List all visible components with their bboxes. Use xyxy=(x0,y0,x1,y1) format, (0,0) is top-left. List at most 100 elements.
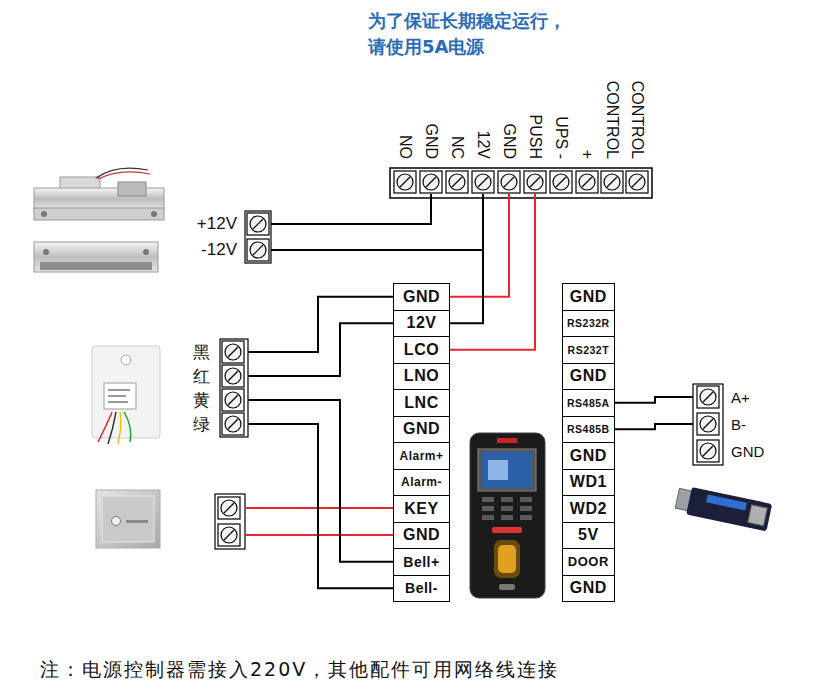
terminal-node: A+ xyxy=(693,385,752,409)
key xyxy=(520,497,532,502)
terminal-node: 绿 xyxy=(191,412,248,436)
terminal-label: PUSH xyxy=(523,59,547,159)
terminal-label: + xyxy=(575,59,599,159)
terminal-cell: GND xyxy=(403,420,440,438)
screw-hole xyxy=(43,249,49,255)
wire xyxy=(450,194,483,323)
terminal-cell: LNC xyxy=(393,389,450,417)
label-area: PUSH xyxy=(523,58,547,160)
lock-body xyxy=(34,242,158,272)
wire xyxy=(271,194,431,224)
screw-terminal xyxy=(446,171,468,193)
label-area: GND xyxy=(419,58,443,160)
terminal-label: CONTROL xyxy=(625,59,649,159)
screw-terminal xyxy=(222,389,244,411)
terminal-cell: LNO xyxy=(404,367,439,385)
converter-terminal xyxy=(748,505,767,526)
terminal-cell: GND xyxy=(393,522,450,550)
device-logo xyxy=(497,438,517,443)
terminal-cell: RS485A xyxy=(567,397,610,409)
wire-color-label: 黑 xyxy=(193,341,210,364)
label-area: NO xyxy=(393,58,417,160)
terminal-cell: 12V xyxy=(393,310,450,338)
screw-terminal xyxy=(420,171,442,193)
terminal-cell: RS232T xyxy=(562,336,615,364)
terminal-node: PUSH xyxy=(523,58,547,194)
bolt-lock xyxy=(34,168,164,220)
screw-terminal xyxy=(247,239,269,261)
terminal-cell: GND xyxy=(570,288,607,306)
terminal-label: NC xyxy=(445,59,469,159)
key xyxy=(482,506,494,511)
screw-terminal xyxy=(626,171,648,193)
device-body xyxy=(470,433,545,598)
terminal-cell: 5V xyxy=(562,522,615,550)
status-light xyxy=(492,527,522,533)
wire-color-label: 黄 xyxy=(193,389,210,412)
sensor-frame xyxy=(494,540,520,578)
terminal-cell: DOOR xyxy=(562,548,615,576)
terminal-cell: LNO xyxy=(393,363,450,391)
terminal-label: GND xyxy=(731,443,764,460)
button-mark xyxy=(126,520,148,523)
label-area: 12V xyxy=(471,58,495,160)
button-led xyxy=(112,517,121,526)
label-area: NC xyxy=(445,58,469,160)
terminal-cell: GND xyxy=(562,363,615,391)
doorbell-lead xyxy=(118,412,121,444)
terminal-block xyxy=(693,384,723,465)
screw-terminal xyxy=(524,171,546,193)
terminal-cell: Alarm- xyxy=(401,475,442,489)
bolt xyxy=(118,182,146,196)
terminal-cell: Bell+ xyxy=(403,554,439,570)
terminal-cell: GND xyxy=(562,575,615,603)
sticker-line xyxy=(108,389,130,391)
terminal-node: +12V xyxy=(195,212,271,236)
terminal-cell: LCO xyxy=(404,341,439,359)
terminal-label: CONTROL xyxy=(600,59,624,159)
terminal-cell: RS485A xyxy=(562,389,615,417)
key xyxy=(482,515,494,520)
terminal-node: NO xyxy=(393,58,417,194)
wire xyxy=(615,424,693,429)
wire-color-label: 绿 xyxy=(193,413,210,436)
exit-button xyxy=(96,490,160,548)
screw-terminal xyxy=(697,386,719,408)
terminal-node: 红 xyxy=(191,364,248,388)
terminal-node: UPS - xyxy=(549,58,573,194)
terminal-cell: Alarm- xyxy=(393,469,450,497)
terminal-label: UPS - xyxy=(549,59,573,159)
screw-terminal xyxy=(576,171,598,193)
terminal-block xyxy=(220,339,248,437)
screen-picture xyxy=(488,460,508,480)
terminal-label: +12V xyxy=(197,214,237,234)
terminal-node: 黄 xyxy=(191,388,248,412)
terminal-cell: RS232R xyxy=(562,310,615,338)
bolt-housing xyxy=(60,177,100,189)
terminal-cell: Alarm+ xyxy=(399,449,443,463)
terminal-cell: RS485B xyxy=(567,423,610,435)
doorbell-lead xyxy=(124,412,131,442)
terminal-cell: KEY xyxy=(393,495,450,523)
screw-terminal xyxy=(472,171,494,193)
converter-body xyxy=(686,487,772,531)
screen-bezel xyxy=(478,449,536,491)
key xyxy=(501,506,513,511)
doorbell-sticker xyxy=(104,383,136,409)
screw-terminal xyxy=(550,171,572,193)
wire xyxy=(450,194,509,297)
terminal-cell: GND xyxy=(403,288,440,306)
screw-terminal xyxy=(697,413,719,435)
terminal-label: B- xyxy=(731,416,746,433)
screw-terminal xyxy=(498,171,520,193)
terminal-node: 12V xyxy=(471,58,495,194)
doorbell-lead xyxy=(108,412,116,444)
screw-terminal xyxy=(222,365,244,387)
key xyxy=(501,497,513,502)
terminal-cell: DOOR xyxy=(568,554,609,569)
sticker-line xyxy=(108,395,126,397)
wire xyxy=(248,297,393,352)
key xyxy=(520,515,532,520)
label-area: GND xyxy=(497,58,521,160)
rs485-converter xyxy=(674,485,772,532)
